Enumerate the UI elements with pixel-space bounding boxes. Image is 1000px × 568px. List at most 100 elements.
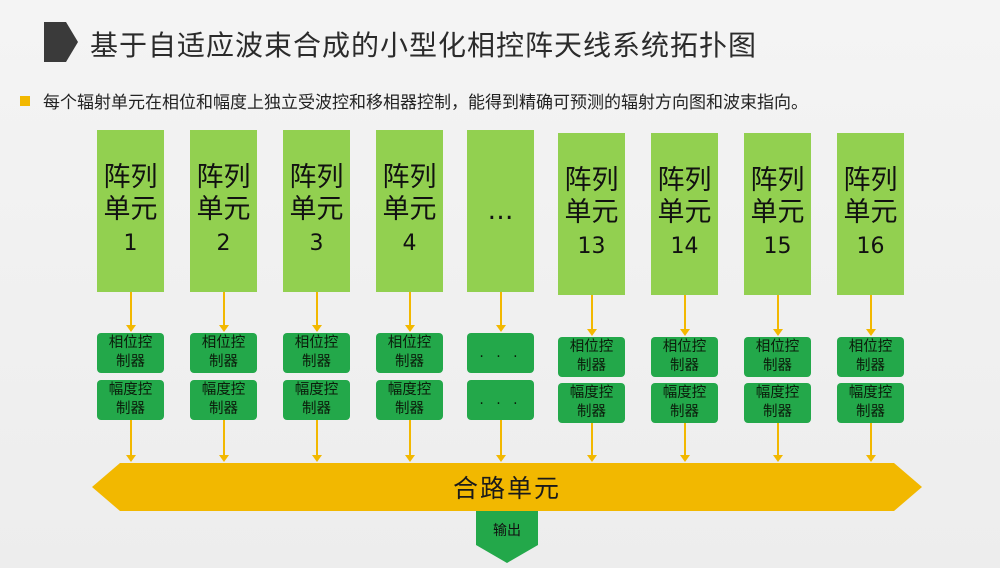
connector-arrow — [219, 292, 229, 332]
amplitude-controller-4: 幅度控制器 — [376, 380, 443, 420]
phase-controller-label: 相位控 — [294, 335, 339, 351]
amplitude-controller-2: 幅度控制器 — [190, 380, 257, 420]
phase-controller-label: 相位控 — [387, 335, 432, 351]
amplitude-controller-label: 幅度控 — [201, 382, 246, 398]
array-element-label-1: 阵列 — [382, 162, 437, 193]
array-element-number: 14 — [670, 234, 699, 259]
amplitude-controller-label: 幅度控 — [569, 385, 614, 401]
array-element-label-2: 单元 — [564, 197, 619, 228]
title-marker-icon — [44, 22, 78, 62]
phase-controller-label: 制器 — [856, 358, 885, 374]
amplitude-controller-label: 幅度控 — [662, 385, 707, 401]
array-element-number: 13 — [577, 234, 606, 259]
array-element-1: 阵列单元 1 — [97, 130, 164, 292]
phase-controller-13: 相位控制器 — [558, 337, 625, 377]
array-element-number: 3 — [309, 231, 324, 256]
array-element-label-1: 阵列 — [196, 162, 251, 193]
phase-controller-label: 相位控 — [848, 339, 893, 355]
description-text: 每个辐射单元在相位和幅度上独立受波控和移相器控制，能得到精确可预测的辐射方向图和… — [43, 93, 808, 113]
amplitude-controller-label: 制器 — [577, 404, 606, 420]
amplitude-controller-label: 制器 — [670, 404, 699, 420]
array-element-label-2: 单元 — [289, 194, 344, 225]
output-arrow — [476, 511, 538, 563]
array-element-2: 阵列单元 2 — [190, 130, 257, 292]
page-title: 基于自适应波束合成的小型化相控阵天线系统拓扑图 — [90, 29, 758, 62]
phase-controller-label: 相位控 — [569, 339, 614, 355]
array-element-14: 阵列单元 14 — [651, 133, 718, 295]
phase-controller-16: 相位控制器 — [837, 337, 904, 377]
phase-controller-2: 相位控制器 — [190, 333, 257, 373]
connector-arrow — [496, 292, 506, 332]
connector-arrow — [680, 423, 690, 462]
amplitude-controller-3: 幅度控制器 — [283, 380, 350, 420]
connector-arrow — [773, 295, 783, 336]
amplitude-controller-label: 制器 — [763, 404, 792, 420]
amplitude-controller-ellipsis: . . . — [467, 380, 534, 420]
array-element-label-2: 单元 — [843, 197, 898, 228]
connector-arrow — [312, 292, 322, 332]
amplitude-controller-14: 幅度控制器 — [651, 383, 718, 423]
amplitude-controller-label: 幅度控 — [848, 385, 893, 401]
amplitude-controller-1: 幅度控制器 — [97, 380, 164, 420]
array-element-label-1: … — [487, 196, 514, 226]
array-element-number: 2 — [216, 231, 231, 256]
array-element-label-1: 阵列 — [843, 165, 898, 196]
phase-controller-4: 相位控制器 — [376, 333, 443, 373]
phase-controller-3: 相位控制器 — [283, 333, 350, 373]
array-element-number: 16 — [856, 234, 885, 259]
phase-controller-1: 相位控制器 — [97, 333, 164, 373]
phase-controller-label: 制器 — [763, 358, 792, 374]
phase-controller-15: 相位控制器 — [744, 337, 811, 377]
array-element-label-1: 阵列 — [289, 162, 344, 193]
connector-arrow — [405, 292, 415, 332]
output-label: 输出 — [493, 523, 521, 539]
amplitude-controller-label: 幅度控 — [294, 382, 339, 398]
combiner-arrow — [92, 463, 922, 511]
amplitude-controller-15: 幅度控制器 — [744, 383, 811, 423]
connector-arrow — [866, 295, 876, 336]
amplitude-controller-label: 制器 — [856, 404, 885, 420]
array-element-label-1: 阵列 — [564, 165, 619, 196]
connector-arrow — [587, 423, 597, 462]
phase-controller-label: 制器 — [577, 358, 606, 374]
phase-controller-label: 制器 — [670, 358, 699, 374]
connector-arrow — [126, 420, 136, 462]
amplitude-controller-label: 制器 — [209, 401, 238, 417]
phase-controller-label: 相位控 — [755, 339, 800, 355]
phase-controller-ellipsis: . . . — [467, 333, 534, 373]
amplitude-controller-label: 幅度控 — [755, 385, 800, 401]
amplitude-controller-label: 制器 — [395, 401, 424, 417]
array-element-label-1: 阵列 — [103, 162, 158, 193]
array-element-label-2: 单元 — [196, 194, 251, 225]
phase-controller-14: 相位控制器 — [651, 337, 718, 377]
array-element-3: 阵列单元 3 — [283, 130, 350, 292]
array-element-label-1: 阵列 — [750, 165, 805, 196]
connector-arrow — [126, 292, 136, 332]
array-element-label-2: 单元 — [382, 194, 437, 225]
array-element-number: 1 — [123, 231, 138, 256]
array-element-number: 15 — [763, 234, 792, 259]
phase-controller-label: 制器 — [209, 354, 238, 370]
connector-arrow — [866, 423, 876, 462]
connector-arrow — [405, 420, 415, 462]
array-element-13: 阵列单元 13 — [558, 133, 625, 295]
array-element-label-2: 单元 — [103, 194, 158, 225]
phase-controller-label: 制器 — [116, 354, 145, 370]
amplitude-controller-16: 幅度控制器 — [837, 383, 904, 423]
phase-controller-label: 相位控 — [201, 335, 246, 351]
amplitude-controller-label: 制器 — [116, 401, 145, 417]
connector-arrow — [587, 295, 597, 336]
array-element-label-1: 阵列 — [657, 165, 712, 196]
connector-arrow — [219, 420, 229, 462]
phase-controller-label: 制器 — [395, 354, 424, 370]
amplitude-controller-13: 幅度控制器 — [558, 383, 625, 423]
phase-controller-label: 制器 — [302, 354, 331, 370]
array-element-label-2: 单元 — [657, 197, 712, 228]
amplitude-controller-label: 制器 — [302, 401, 331, 417]
phase-controller-label: 相位控 — [662, 339, 707, 355]
connector-arrow — [773, 423, 783, 462]
bullet-square-icon — [20, 96, 30, 106]
connector-arrow — [680, 295, 690, 336]
